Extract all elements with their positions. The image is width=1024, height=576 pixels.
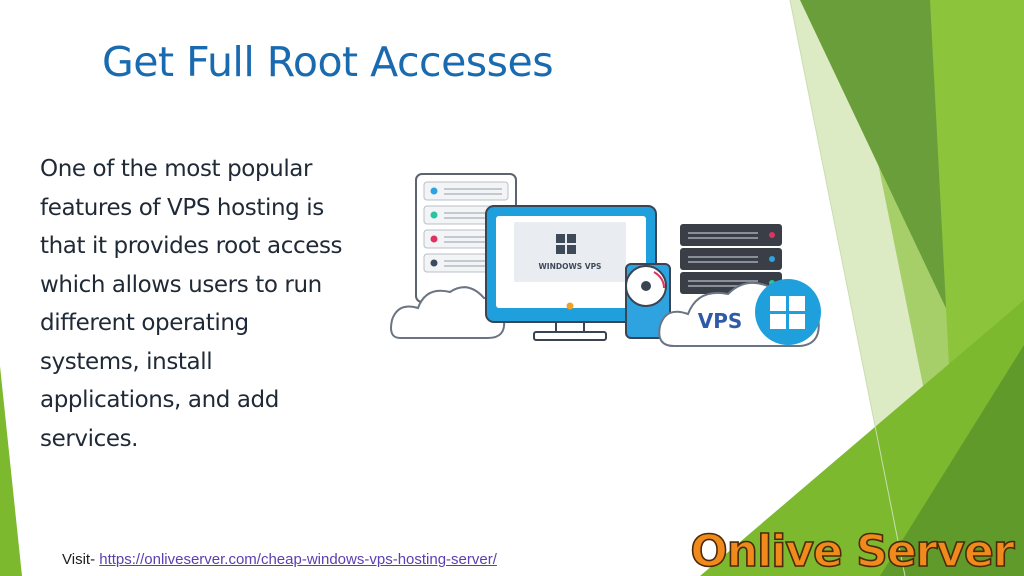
page-title: Get Full Root Accesses [102, 38, 554, 86]
body-paragraph: One of the most popular features of VPS … [40, 156, 343, 452]
monitor-icon: WINDOWS VPS [485, 205, 657, 341]
windows-logo-icon [556, 234, 576, 254]
server-stack-icon [680, 224, 782, 294]
logo-text: Onlive Server [690, 526, 1014, 576]
vps-label: VPS [698, 309, 743, 333]
windows-badge-icon [755, 279, 821, 345]
onlive-server-logo: Onlive Server [690, 525, 1017, 576]
footer-prefix: Visit- [62, 551, 100, 568]
windows-vps-illustration: WINDOWS VPS VPS [390, 173, 821, 347]
footer-visit: Visit- https://onliveserver.com/cheap-wi… [62, 551, 497, 568]
disc-icon [625, 263, 671, 339]
monitor-caption: WINDOWS VPS [539, 262, 602, 271]
website-link[interactable]: https://onliveserver.com/cheap-windows-v… [99, 551, 497, 568]
